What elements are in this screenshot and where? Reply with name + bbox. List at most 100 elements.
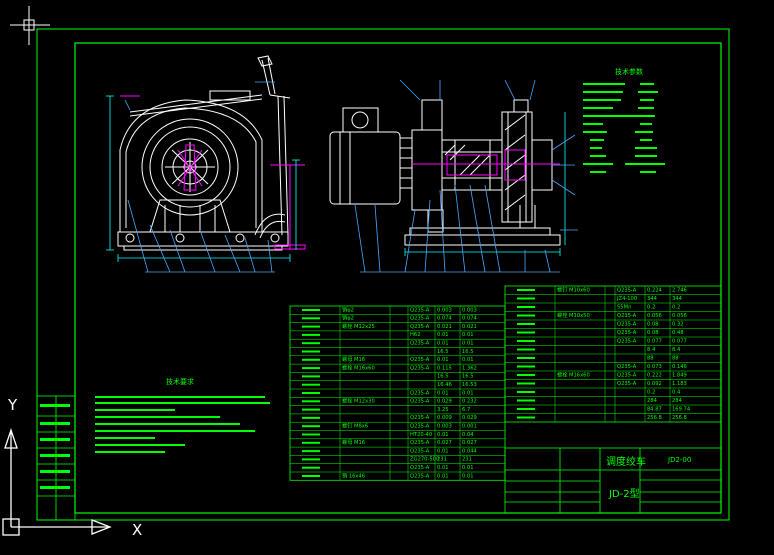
right-row-cell-mat: Q235-A bbox=[617, 339, 637, 345]
left-row-cell-spec: 销φ2 bbox=[342, 314, 354, 322]
right-row-code-mark bbox=[517, 357, 535, 359]
right-row-code-mark bbox=[517, 416, 535, 419]
left-row-cell-w1: 0.074 bbox=[437, 316, 453, 322]
left-row-cell-w1: 0.01 bbox=[437, 332, 449, 338]
right-row-code-mark bbox=[517, 348, 535, 351]
left-row-cell-w2: 0.074 bbox=[462, 316, 478, 322]
left-row-cell-w1: 0.009 bbox=[437, 415, 452, 421]
left-row-cell-w2: 16.5 bbox=[462, 374, 474, 380]
left-row-cell-mat: Q235-A bbox=[410, 316, 430, 322]
left-row-cell-w2: 0.01 bbox=[462, 332, 474, 338]
left-row-cell-mat: Q235-A bbox=[410, 415, 430, 421]
side-view-accent bbox=[120, 95, 306, 250]
right-row-cell-w2: 0.32 bbox=[672, 322, 684, 328]
right-row-cell-w1: 284 bbox=[647, 398, 658, 404]
left-row-code-mark bbox=[302, 367, 320, 370]
right-row-cell-w1: 0.222 bbox=[647, 373, 662, 379]
left-row-code-mark bbox=[302, 425, 320, 428]
drawing-frame bbox=[36, 28, 730, 521]
left-row-cell-w2: 0.01 bbox=[462, 390, 474, 396]
left-row-cell-spec: 螺钉 M8x6 bbox=[342, 422, 368, 430]
left-row-cell-w2: 0.01 bbox=[462, 473, 474, 479]
left-row-code-mark bbox=[302, 325, 320, 328]
left-row-code-mark bbox=[302, 441, 320, 444]
right-row-cell-w2: 1.183 bbox=[672, 381, 687, 387]
left-row-cell-w1: 16.5 bbox=[437, 374, 449, 380]
left-row-cell-mat: Q235-A bbox=[410, 473, 430, 479]
side-view-leaders bbox=[124, 81, 275, 273]
left-row-cell-spec: 螺母 M16 bbox=[342, 438, 365, 446]
right-row-cell-w2: 344 bbox=[672, 296, 683, 302]
right-row-cell-w1: 0.08 bbox=[647, 330, 659, 336]
right-row-code-mark bbox=[517, 306, 535, 308]
right-row-cell-w2: 0.4 bbox=[672, 390, 681, 396]
specs-title: 技术参数 bbox=[615, 67, 643, 76]
right-row-code-mark bbox=[517, 382, 535, 385]
left-row-code-mark bbox=[302, 383, 320, 386]
right-row-cell-w1: 256.8 bbox=[647, 415, 662, 421]
left-row-cell-mat: HT20-40 bbox=[410, 432, 432, 438]
left-row-cell-w1: 0.01 bbox=[437, 341, 449, 347]
left-row-cell-w2: 1.362 bbox=[462, 365, 477, 371]
right-row-code-mark bbox=[517, 314, 535, 317]
right-row-cell-w2: 169.74 bbox=[672, 407, 691, 413]
right-row-cell-w2: 0.146 bbox=[672, 364, 687, 370]
right-row-code-mark bbox=[517, 340, 535, 342]
left-row-cell-mat: Q235-A bbox=[410, 324, 430, 330]
left-row-cell-mat: Q235-A bbox=[410, 307, 430, 313]
front-view-leaders bbox=[354, 79, 578, 273]
left-row-code-mark bbox=[302, 450, 320, 453]
left-row-code-mark bbox=[302, 358, 320, 361]
left-row-code-mark bbox=[302, 309, 320, 311]
left-row-code-mark bbox=[302, 408, 320, 411]
right-row-cell-mat: Q235-A bbox=[617, 381, 637, 387]
left-row-cell-w2: 0.029 bbox=[462, 415, 477, 421]
left-row-cell-mat: Q235-A bbox=[410, 424, 430, 430]
right-row-cell-w1: 0.056 bbox=[647, 313, 662, 319]
drawing-number: JD-2型 bbox=[608, 487, 640, 500]
left-row-cell-w1: 0.01 bbox=[437, 390, 449, 396]
left-row-cell-w2: 0.01 bbox=[462, 465, 474, 471]
left-row-cell-w2: 6.7 bbox=[462, 407, 470, 413]
front-view-accent bbox=[412, 149, 560, 181]
left-row-cell-w2: 0.044 bbox=[462, 448, 478, 454]
left-row-cell-w1: 0.021 bbox=[437, 324, 452, 330]
product-name: 调度绞车 bbox=[606, 455, 646, 468]
tech-notes-block: 技术要求 bbox=[95, 377, 270, 453]
drawing-code: JD2-00 bbox=[667, 456, 691, 464]
right-row-cell-mat: JZ4-100 bbox=[616, 296, 637, 302]
y-axis-label: Y bbox=[7, 396, 18, 414]
side-label-marks bbox=[40, 404, 70, 489]
left-row-code-mark bbox=[302, 342, 320, 345]
left-row-cell-w1: 0.003 bbox=[437, 307, 452, 313]
crosshair-cursor bbox=[10, 6, 50, 45]
left-row-cell-spec: 螺栓 M12x25 bbox=[342, 322, 375, 330]
right-row-cell-w2: 88 bbox=[672, 356, 679, 362]
right-row-cell-w1: 0.2 bbox=[647, 390, 655, 396]
left-row-cell-w1: 0.027 bbox=[437, 440, 452, 446]
left-row-cell-w1: 0.115 bbox=[437, 365, 452, 371]
left-row-cell-w1: 0.01 bbox=[437, 357, 449, 363]
left-row-cell-w2: 0.01 bbox=[462, 357, 474, 363]
right-row-code-mark bbox=[517, 391, 535, 393]
right-row-code-mark bbox=[517, 289, 535, 291]
left-row-cell-w2: 0.027 bbox=[462, 440, 477, 446]
right-row-cell-w2: 8.4 bbox=[672, 347, 681, 353]
left-row-cell-w1: 0.029 bbox=[437, 399, 452, 405]
left-row-cell-mat: H62 bbox=[410, 332, 421, 338]
right-row-cell-mat: Q235-A bbox=[617, 330, 637, 336]
right-row-cell-w1: 0.073 bbox=[647, 364, 662, 370]
left-row-code-mark bbox=[302, 375, 320, 378]
right-row-cell-w1: 344 bbox=[647, 296, 658, 302]
left-row-cell-spec: 螺栓 M12x30 bbox=[342, 397, 375, 405]
right-row-cell-w1: 8.4 bbox=[647, 347, 656, 353]
left-row-code-mark bbox=[302, 466, 320, 469]
right-row-cell-mat: Q235-A bbox=[617, 364, 637, 370]
right-row-code-mark bbox=[517, 331, 535, 334]
left-row-code-mark bbox=[302, 350, 320, 353]
left-row-code-mark bbox=[302, 433, 320, 436]
left-row-cell-mat: Q235-A bbox=[410, 448, 430, 454]
left-row-cell-w2: 0.003 bbox=[462, 307, 477, 313]
